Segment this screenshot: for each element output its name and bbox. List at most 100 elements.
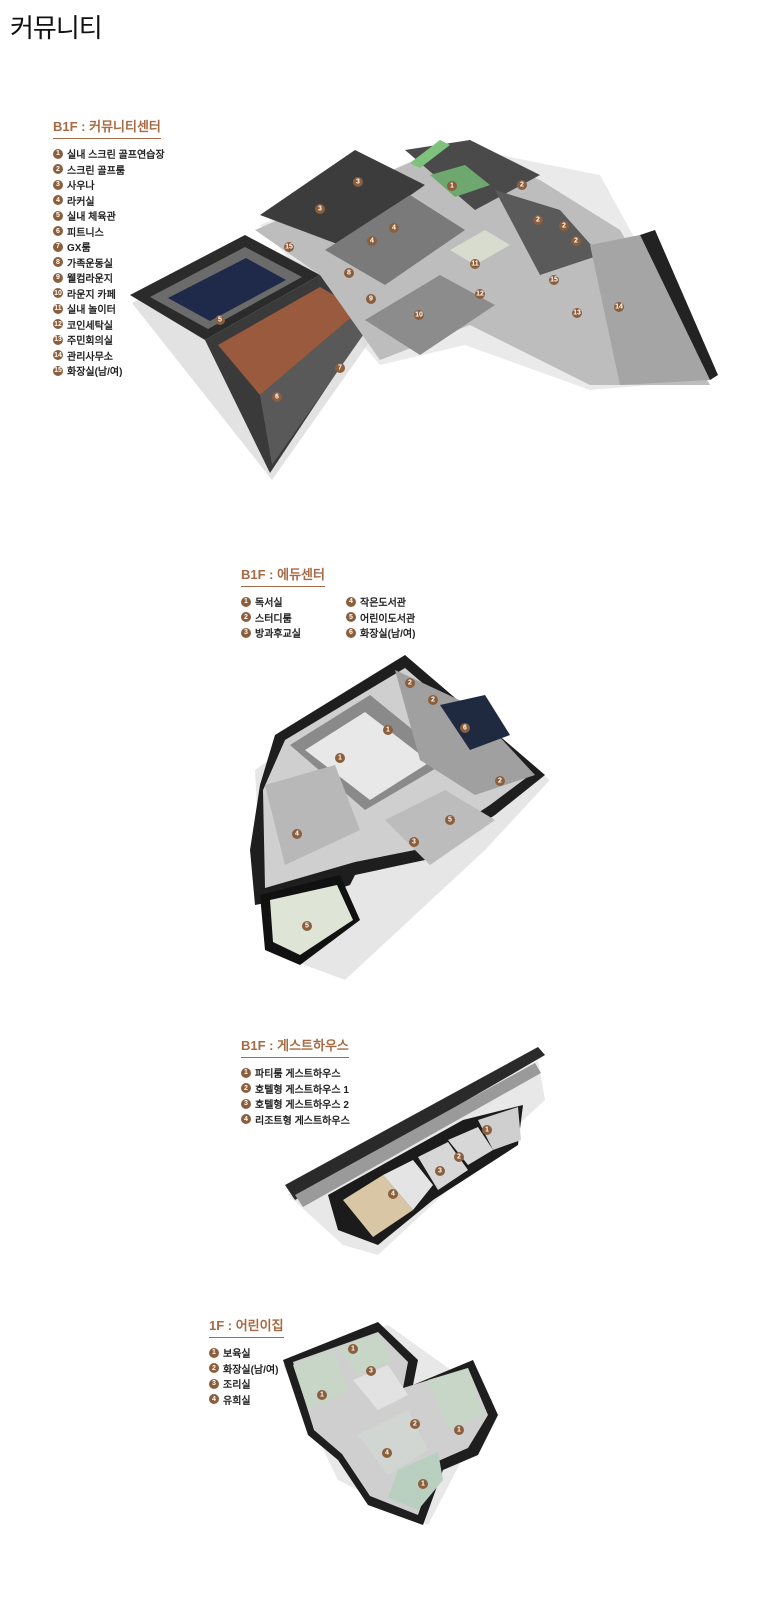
number-badge: 4 xyxy=(241,1114,251,1125)
study-desks xyxy=(305,712,430,800)
number-badge: 2 xyxy=(241,1083,251,1094)
marker-dot xyxy=(475,289,485,299)
number-badge: 6 xyxy=(53,226,63,237)
nursery-room-d xyxy=(388,1452,443,1510)
legend-label: 실내 체육관 xyxy=(67,212,116,224)
number-badge: 4 xyxy=(209,1394,219,1405)
marker-dot xyxy=(571,236,581,246)
legend-label: 라커실 xyxy=(67,196,95,208)
marker-label: 1 xyxy=(457,1427,461,1434)
marker-label: 3 xyxy=(318,206,322,213)
marker-label: 13 xyxy=(573,310,581,317)
legend-label: 화장실(남/여) xyxy=(67,367,123,379)
marker-dot xyxy=(572,308,582,318)
marker-dot xyxy=(410,1419,420,1429)
number-badge: 5 xyxy=(346,612,356,623)
lounge-cafe xyxy=(365,275,495,355)
number-badge: 5 xyxy=(53,210,63,221)
legend-label: 피트니스 xyxy=(67,227,104,239)
number-badge: 15 xyxy=(53,365,63,376)
marker-label: 4 xyxy=(391,1191,395,1198)
number-badge: 6 xyxy=(346,627,356,638)
marker-label: 4 xyxy=(295,831,299,838)
legend-label: 작은도서관 xyxy=(360,598,406,610)
page-title: 커뮤니티 xyxy=(10,13,103,43)
legend-label: 방과후교실 xyxy=(255,629,301,641)
marker-dot xyxy=(353,177,363,187)
marker-label: 1 xyxy=(338,755,342,762)
marker-label: 15 xyxy=(285,244,293,251)
number-badge: 13 xyxy=(53,334,63,345)
edu-center-floor-plan: 1 1 2 2 2 3 4 5 5 6 xyxy=(250,655,550,980)
marker-dot xyxy=(428,695,438,705)
number-badge: 2 xyxy=(209,1363,219,1374)
marker-dot xyxy=(366,294,376,304)
legend-label: 조리실 xyxy=(223,1380,251,1392)
legend-label: GX룸 xyxy=(67,243,91,255)
marker-label: 2 xyxy=(574,238,578,245)
marker-dot xyxy=(388,1189,398,1199)
legend-item: 15 화장실(남/여) xyxy=(53,363,165,379)
marker-dot xyxy=(382,1448,392,1458)
section-title: B1F : 에듀센터 xyxy=(241,564,325,587)
marker-label: 5 xyxy=(305,923,309,930)
marker-dot xyxy=(409,837,419,847)
number-badge: 1 xyxy=(241,596,251,607)
marker-label: 4 xyxy=(392,225,396,232)
legend-label: 관리사무소 xyxy=(67,351,113,363)
community-center-floor-plan: 1 2 2 2 2 3 3 4 4 5 6 7 8 9 10 11 12 13 … xyxy=(130,140,718,480)
marker-label: 2 xyxy=(413,1421,417,1428)
legend-label: 독서실 xyxy=(255,598,283,610)
kitchen xyxy=(353,1365,408,1410)
marker-label: 3 xyxy=(438,1168,442,1175)
marker-label: 2 xyxy=(457,1154,461,1161)
play-room xyxy=(358,1410,428,1475)
number-badge: 11 xyxy=(53,303,63,314)
marker-label: 14 xyxy=(615,304,623,311)
number-badge: 1 xyxy=(209,1347,219,1358)
nursery-room-c xyxy=(428,1368,483,1430)
marker-dot xyxy=(549,275,559,285)
marker-dot xyxy=(367,236,377,246)
marker-label: 6 xyxy=(275,394,279,401)
legend-label: 호텔형 게스트하우스 1 xyxy=(255,1084,349,1096)
legend-label: 화장실(남/여) xyxy=(360,629,416,641)
marker-label: 12 xyxy=(476,291,484,298)
marker-dot xyxy=(470,259,480,269)
marker-label: 7 xyxy=(338,365,342,372)
resort-room-bath xyxy=(383,1160,433,1210)
legend-label: 라운지 카페 xyxy=(67,289,116,301)
legend-item: 2 호텔형 게스트하우스 1 xyxy=(241,1081,350,1097)
marker-dot xyxy=(460,723,470,733)
number-badge: 3 xyxy=(53,179,63,190)
marker-label: 2 xyxy=(562,223,566,230)
legend-label: 실내 놀이터 xyxy=(67,305,116,317)
right-rooms xyxy=(495,190,600,275)
number-badge: 7 xyxy=(53,241,63,252)
plan-markers: 1 1 1 1 2 3 4 xyxy=(317,1344,464,1489)
marker-dot xyxy=(454,1425,464,1435)
marker-dot xyxy=(348,1344,358,1354)
small-library xyxy=(265,765,360,865)
marker-dot xyxy=(454,1152,464,1162)
marker-label: 1 xyxy=(386,727,390,734)
marker-dot xyxy=(284,242,294,252)
legend-item: 6 피트니스 xyxy=(53,224,165,240)
marker-dot xyxy=(559,221,569,231)
legend-item: 11 실내 놀이터 xyxy=(53,301,165,317)
